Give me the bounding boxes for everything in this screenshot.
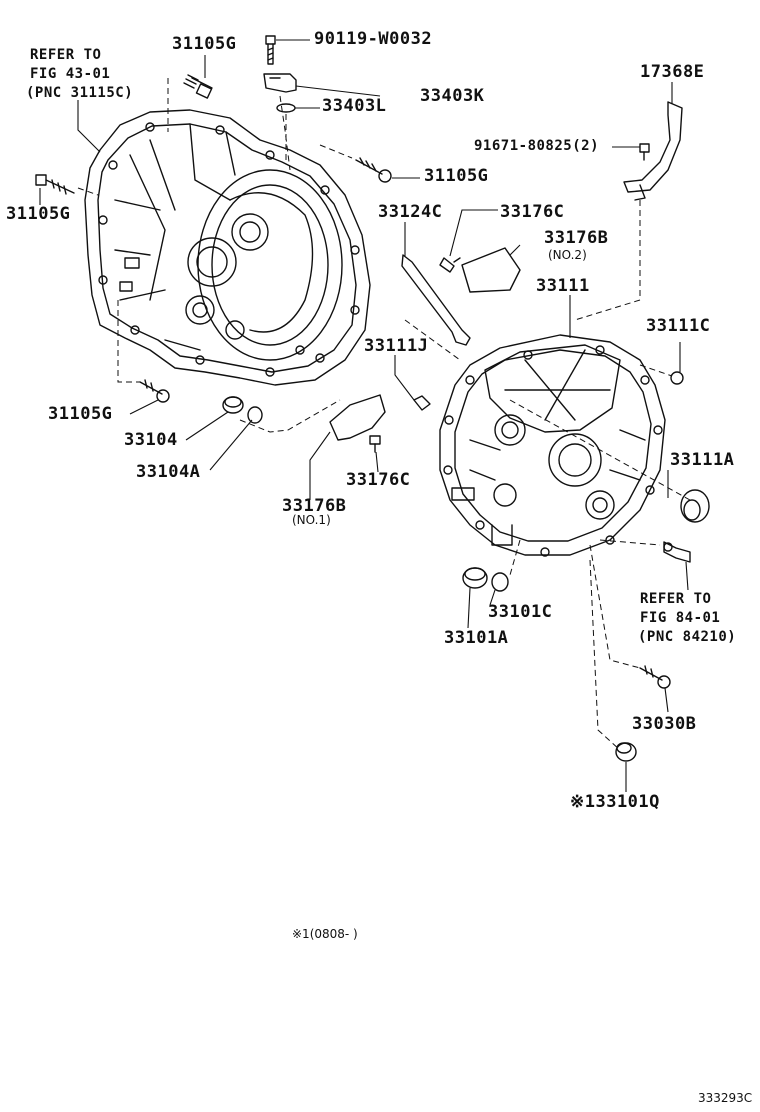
rod-33124c	[401, 254, 471, 346]
label-33030b: 33030B	[632, 714, 697, 734]
label-91671-80825: 91671-80825(2)	[474, 138, 600, 154]
pin-33111j	[413, 395, 431, 411]
speed-sensor	[663, 541, 691, 563]
refer-left-line-3: (PNC 31115C)	[26, 85, 134, 101]
label-17368e: 17368E	[640, 62, 705, 82]
shield-33176b-no2	[461, 247, 521, 293]
refer-right-line-2: FIG 84-01	[640, 610, 721, 626]
bolt-33176c-mid	[369, 435, 381, 453]
label-33101q: ※133101Q	[570, 792, 660, 812]
bolt-31105g-bottom	[139, 379, 170, 403]
label-33101c: 33101C	[488, 602, 553, 622]
label-33101a: 33101A	[444, 628, 509, 648]
plug-33104	[222, 396, 244, 414]
refer-left-line-2: FIG 43-01	[30, 66, 111, 82]
transmission-case-right	[439, 334, 666, 557]
assembly-lines	[77, 78, 691, 751]
bolt-91671	[639, 143, 650, 161]
plug-33101a	[462, 567, 488, 589]
label-33403k: 33403K	[420, 86, 485, 106]
transmission-housing-left	[84, 109, 371, 386]
label-33104: 33104	[124, 430, 178, 450]
label-33111: 33111	[536, 276, 590, 296]
oil-seal-33111a	[680, 489, 710, 523]
label-33176c-mid: 33176C	[346, 470, 411, 490]
bolt-33030b	[639, 665, 671, 689]
leader-lines	[39, 39, 689, 792]
bolt-90119	[265, 35, 276, 65]
label-33176c-top: 33176C	[500, 202, 565, 222]
label-33403l: 33403L	[322, 96, 387, 116]
label-no2: (NO.2)	[548, 248, 587, 262]
plug-33101q	[615, 742, 637, 762]
diagram-id: 333293C	[698, 1091, 753, 1105]
label-33111c: 33111C	[646, 316, 711, 336]
bracket-17368e	[623, 101, 683, 193]
label-33176b-no2: 33176B	[544, 228, 609, 248]
label-33111a: 33111A	[670, 450, 735, 470]
label-33176b-no1: 33176B	[282, 496, 347, 516]
footnote: ※1(0808- )	[292, 927, 358, 941]
refer-right-line-3: (PNC 84210)	[638, 629, 737, 645]
refer-left-line-1: REFER TO	[30, 47, 102, 63]
washer-33403l	[276, 103, 296, 113]
bolt-31105g-right	[355, 157, 392, 183]
label-90119-w0032: 90119-W0032	[314, 29, 433, 49]
gasket-33104a	[247, 406, 263, 424]
bolt-33111c	[670, 371, 684, 385]
label-33104a: 33104A	[136, 462, 201, 482]
bolt-33176c-top	[439, 257, 461, 273]
label-31105g-bottom: 31105G	[48, 404, 113, 424]
shield-33176b-no1	[329, 394, 386, 441]
label-33124c: 33124C	[378, 202, 443, 222]
bracket-33403k	[263, 73, 297, 93]
label-31105g-right: 31105G	[424, 166, 489, 186]
label-31105g-left: 31105G	[6, 204, 71, 224]
label-31105g-top: 31105G	[172, 34, 237, 54]
bolt-31105g-left	[35, 174, 75, 195]
refer-right-line-1: REFER TO	[640, 591, 712, 607]
gasket-33101c	[491, 572, 509, 592]
label-no1: (NO.1)	[292, 513, 331, 527]
label-33111j: 33111J	[364, 336, 429, 356]
bolt-31105g-top	[183, 74, 213, 99]
